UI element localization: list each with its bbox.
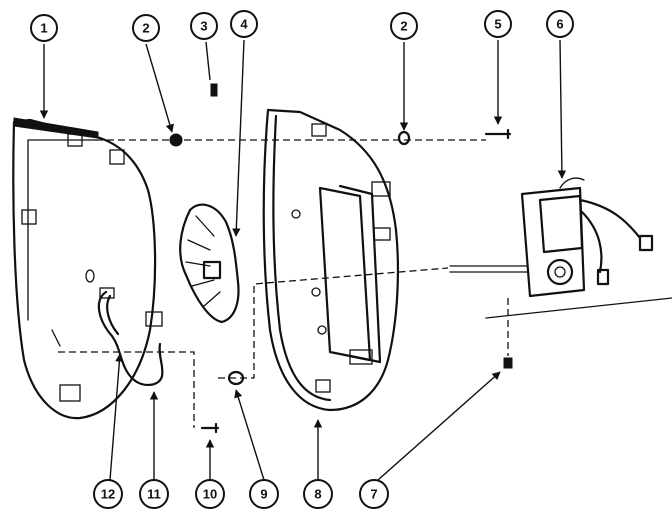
callout-8: 8 (303, 479, 333, 509)
rear-housing-cover (12, 117, 163, 420)
callout-5: 5 (484, 10, 512, 38)
callout-label-11: 11 (147, 487, 161, 502)
callout-10: 10 (195, 479, 225, 509)
wire-harness (97, 287, 164, 386)
callout-label-2: 2 (142, 21, 149, 36)
callout-label-6: 6 (556, 17, 563, 32)
callout-1: 1 (30, 14, 58, 42)
fan-blade (179, 203, 240, 324)
callout-12: 12 (93, 479, 123, 509)
callout-7: 7 (359, 479, 389, 509)
callout-label-9: 9 (260, 487, 267, 502)
callout-label-8: 8 (314, 487, 321, 502)
callout-label-3: 3 (200, 19, 207, 34)
callout-4: 4 (230, 10, 258, 38)
assembly-guide-lines (58, 139, 672, 428)
callout-6: 6 (546, 10, 574, 38)
callout-3: 3 (190, 12, 218, 40)
front-housing (262, 108, 400, 412)
callout-label-1: 1 (40, 21, 47, 36)
callout-9: 9 (249, 479, 279, 509)
callout-11: 11 (139, 479, 169, 509)
callout-label-10: 10 (203, 487, 217, 502)
callout-label-5: 5 (494, 17, 501, 32)
motor-assembly (449, 177, 654, 298)
leader-lines (39, 39, 567, 481)
callout-2-washer: 2 (390, 12, 418, 40)
callout-label-4: 4 (240, 17, 248, 32)
callout-label-12: 12 (101, 487, 115, 502)
small-fasteners (169, 83, 513, 434)
callout-label-7: 7 (370, 487, 377, 502)
callout-2-nut: 2 (132, 14, 160, 42)
callout-label-2b: 2 (400, 19, 407, 34)
